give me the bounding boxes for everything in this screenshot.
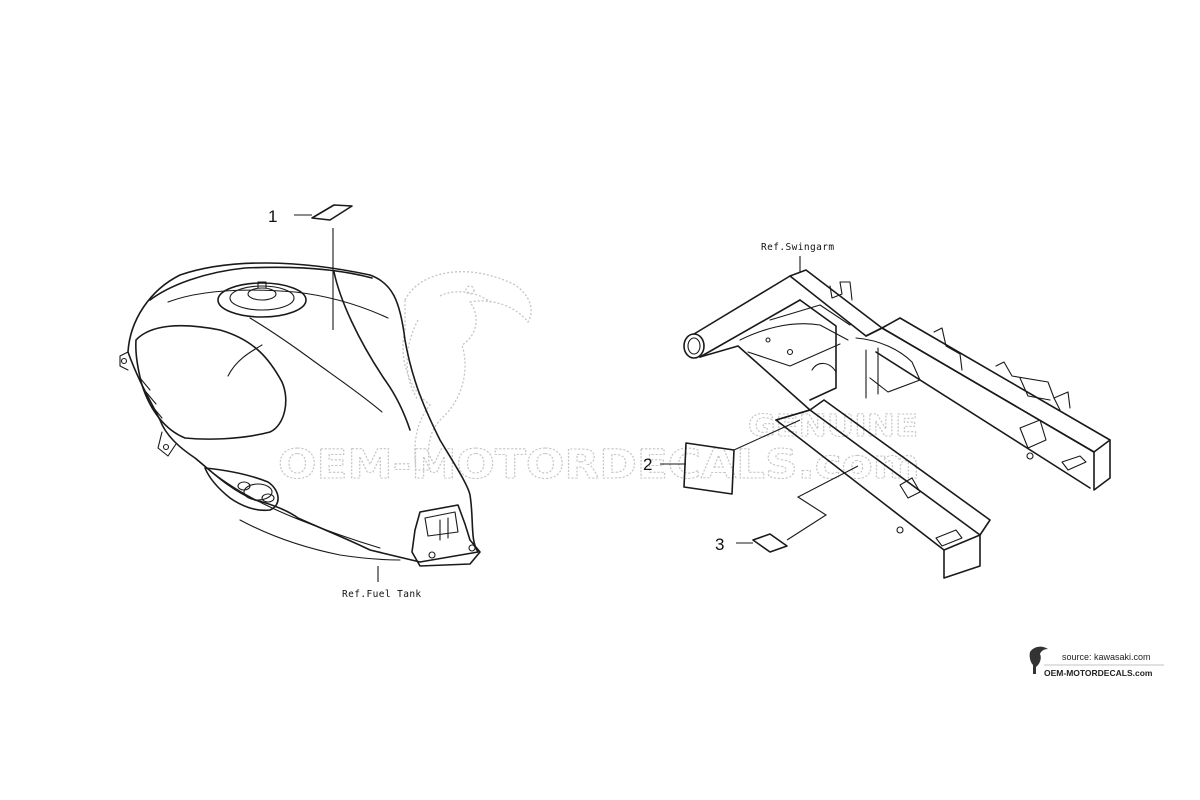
source-site: OEM-MOTORDECALS.com: [1044, 668, 1153, 678]
source-line: source: kawasaki.com: [1062, 652, 1151, 662]
callout-3: 3: [715, 535, 724, 554]
decal-3: [736, 465, 859, 553]
ref-swingarm: Ref.Swingarm: [761, 242, 834, 253]
ref-fuel-tank: Ref.Fuel Tank: [342, 589, 422, 600]
bird-logo-small-icon: [1029, 646, 1048, 674]
bird-logo-icon: [402, 271, 532, 471]
source-badge: source: kawasaki.com OEM-MOTORDECALS.com: [1029, 646, 1164, 678]
callout-1: 1: [268, 207, 277, 226]
decal-1: [294, 204, 353, 330]
callout-2: 2: [643, 455, 652, 474]
watermark: GENUINE OEM-MOTORDECALS.com: [277, 271, 921, 489]
fuel-tank-drawing: [119, 262, 481, 582]
swingarm-drawing: [683, 256, 1111, 579]
watermark-text: OEM-MOTORDECALS.com: [278, 442, 920, 488]
decal-2: [660, 419, 801, 495]
